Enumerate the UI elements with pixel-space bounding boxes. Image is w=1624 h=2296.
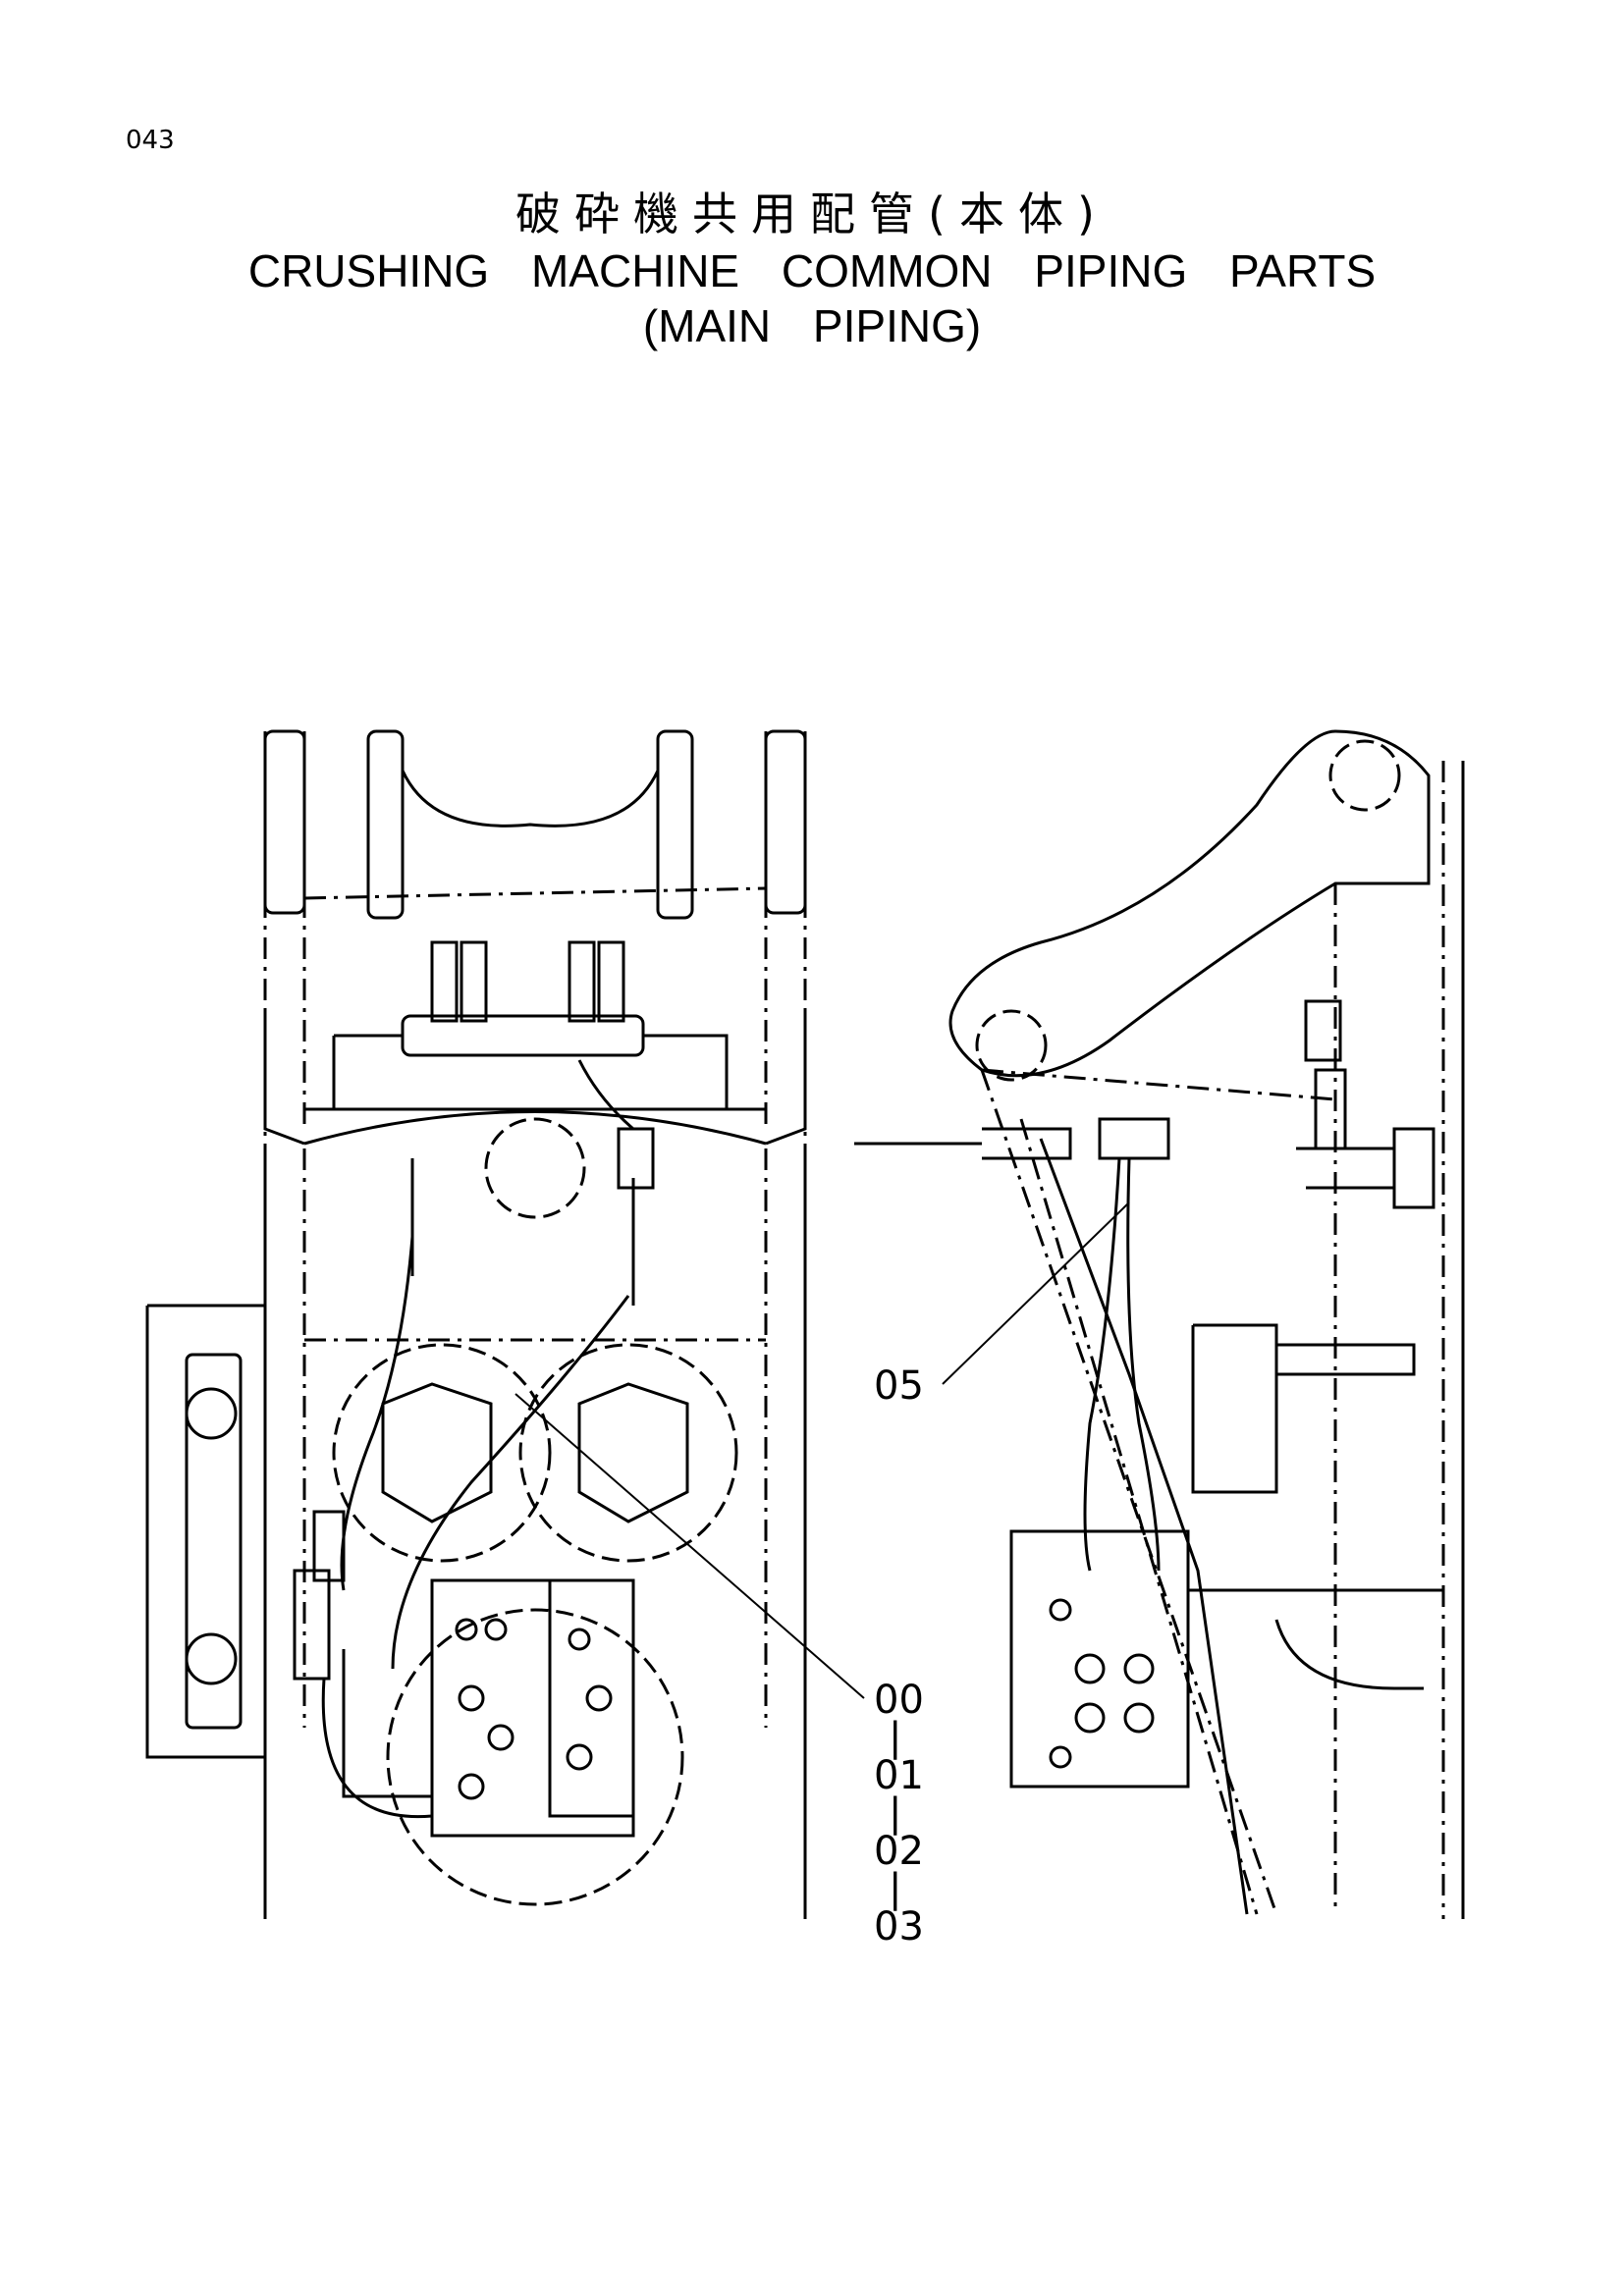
callout-separator: | — [889, 1866, 901, 1911]
title-japanese: 破砕機共用配管(本体) — [515, 187, 1109, 240]
title-block: 破砕機共用配管(本体) CRUSHING MACHINE COMMON PIPI… — [0, 185, 1624, 353]
left-view — [145, 729, 807, 1919]
right-view — [854, 729, 1465, 1919]
callout-03: 03 — [874, 1904, 924, 1949]
callout-01: 01 — [874, 1753, 924, 1798]
valve-spools — [455, 1618, 613, 1800]
valve-spools-right — [1049, 1598, 1155, 1769]
callout-separator: | — [889, 1790, 901, 1836]
leader-lines — [514, 1201, 1130, 1699]
callout-05: 05 — [874, 1363, 924, 1409]
callout-labels: 05 00 | 01 | 02 | 03 — [874, 1363, 924, 1949]
title-english-line1: CRUSHING MACHINE COMMON PIPING PARTS — [247, 245, 1377, 296]
callout-separator: | — [889, 1715, 901, 1760]
callout-02: 02 — [874, 1829, 924, 1874]
page-number: 043 — [126, 126, 175, 155]
callout-00: 00 — [874, 1678, 924, 1723]
title-english-line2: (MAIN PIPING) — [642, 300, 982, 351]
